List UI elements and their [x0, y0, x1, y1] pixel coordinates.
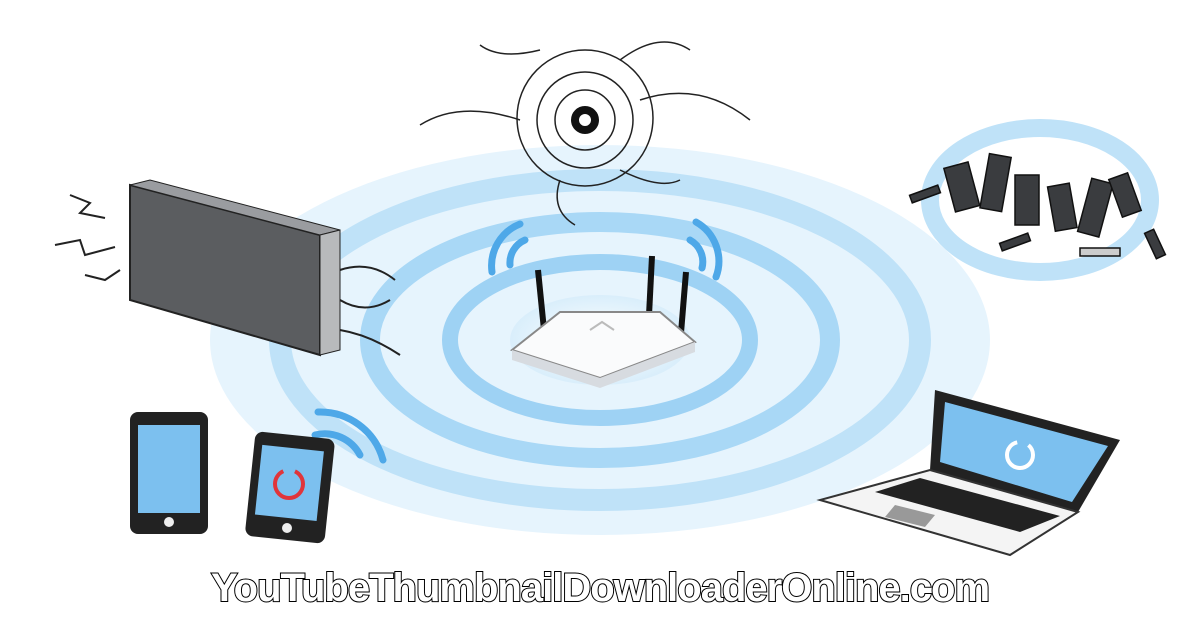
laptop-icon	[816, 390, 1120, 557]
phone-icon	[245, 431, 335, 544]
router-icon	[509, 255, 697, 388]
watermark-text: YouTubeThumbnailDownloaderOnline.com	[210, 565, 991, 611]
debris-icon	[908, 119, 1167, 281]
storm-icon	[419, 41, 751, 226]
phone-icon	[130, 412, 208, 534]
wifi-waves-icon	[311, 218, 723, 464]
wall-icon	[54, 179, 401, 357]
